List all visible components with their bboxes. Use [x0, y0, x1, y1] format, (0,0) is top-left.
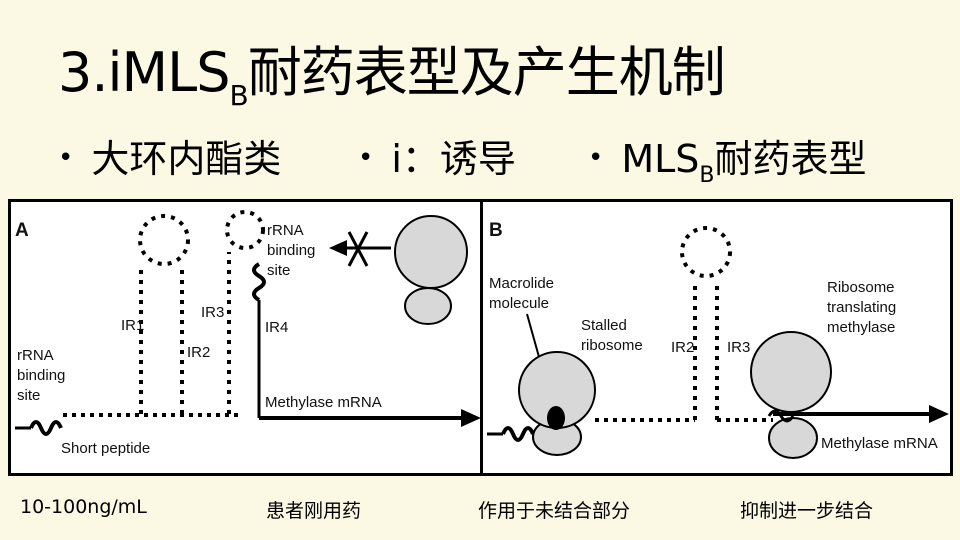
panel-a-letter: A [15, 220, 29, 241]
rrna-binding-label-left-1: rRNA [17, 347, 54, 364]
macrolide-label-2: molecule [489, 295, 549, 312]
methylase-mrna-label-b: Methylase mRNA [821, 435, 938, 452]
macrolide-molecule [547, 406, 565, 430]
blocked-arrow-head [329, 240, 347, 256]
bullet-dot: • [358, 143, 374, 173]
ir4-label: IR4 [265, 319, 288, 336]
translating-ribosome-large-subunit [750, 331, 832, 413]
methylase-mrna-arrowhead-a [461, 409, 481, 427]
ribosome-large-subunit [394, 215, 468, 289]
methylase-mrna-arrowhead-b [929, 405, 949, 423]
rrna-binding-squiggle-right [252, 262, 266, 302]
stem-loop-b [680, 226, 732, 278]
ir3-label: IR3 [201, 304, 224, 321]
caption-concentration: 10-100ng/mL [20, 496, 147, 518]
stem-loop-2 [225, 210, 265, 250]
short-peptide-label: Short peptide [61, 440, 150, 457]
page-title: 3.iMLSB耐药表型及产生机制 [58, 41, 726, 112]
panel-b-letter: B [489, 220, 503, 241]
ribosome-translating-label-3: methylase [827, 319, 895, 336]
caption-inhibit-binding: 抑制进一步结合 [740, 500, 874, 522]
translating-ribosome-small-subunit [768, 417, 818, 459]
methylase-mrna-label-a: Methylase mRNA [265, 394, 382, 411]
ir3-label-b: IR3 [727, 339, 750, 356]
block-x-mark [347, 231, 369, 267]
ir2-label-b: IR2 [671, 339, 694, 356]
caption-initial-dose: 患者刚用药 [266, 500, 362, 522]
ribosome-small-subunit [404, 287, 452, 325]
caption-unbound-action: 作用于未结合部分 [478, 500, 631, 522]
rrna-binding-label-right-3: site [267, 262, 290, 279]
rrna-binding-label-right-2: binding [267, 242, 315, 259]
stalled-label-1: Stalled [581, 317, 627, 334]
bullet-dot: • [58, 143, 74, 173]
ribosome-translating-label-2: translating [827, 299, 896, 316]
rrna-binding-label-left-2: binding [17, 367, 65, 384]
panel-b: B Macrolide molecule Stalled ribosome IR… [480, 199, 953, 476]
bullet-inducible: •i：诱导 [358, 137, 516, 181]
rrna-binding-label-right-1: rRNA [267, 222, 304, 239]
rrna-binding-squiggle-left [29, 420, 63, 436]
rrna-binding-label-left-3: site [17, 387, 40, 404]
ir1-label: IR1 [121, 317, 144, 334]
stem-loop-1 [138, 214, 190, 266]
bullet-dot: • [588, 143, 604, 173]
ir2-label: IR2 [187, 344, 210, 361]
bullet-macrolides: •大环内酯类 [58, 137, 282, 181]
bullet-mlsb-phenotype: •MLSB耐药表型 [588, 137, 867, 188]
rrna-binding-squiggle-b [501, 426, 535, 442]
panel-a: A rRNA binding site Short peptide IR1 IR… [8, 199, 484, 476]
stalled-label-2: ribosome [581, 337, 643, 354]
ribosome-translating-label-1: Ribosome [827, 279, 895, 296]
macrolide-label-1: Macrolide [489, 275, 554, 292]
